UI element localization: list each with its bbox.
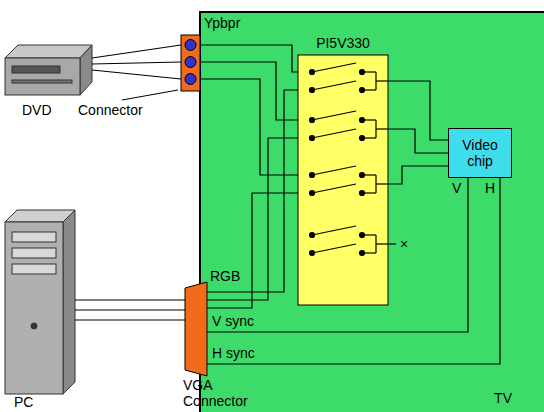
analog-switch bbox=[310, 118, 315, 123]
analog-switch bbox=[362, 192, 376, 193]
tv-ground bbox=[200, 12, 544, 412]
pc-tower bbox=[5, 222, 63, 394]
analog-switch bbox=[376, 183, 388, 184]
pc-tower bbox=[31, 323, 37, 329]
vga-cable bbox=[75, 299, 185, 300]
analog-switch bbox=[376, 243, 396, 244]
ypbpr-connector bbox=[181, 35, 200, 91]
vga-cable bbox=[75, 300, 185, 320]
ypbpr-connector bbox=[185, 57, 196, 68]
rgb-wire bbox=[207, 90, 312, 292]
pc-tower bbox=[12, 232, 56, 242]
analog-switch bbox=[312, 184, 356, 193]
ypbpr-connector bbox=[185, 40, 196, 51]
signal-wire bbox=[388, 129, 448, 153]
pc-tower bbox=[5, 210, 75, 394]
analog-switch bbox=[312, 129, 356, 138]
analog-switch bbox=[362, 174, 376, 175]
analog-switch bbox=[310, 88, 315, 93]
analog-switch bbox=[310, 136, 315, 141]
analog-switch bbox=[362, 119, 376, 120]
analog-switch bbox=[362, 89, 376, 90]
device-name: TV bbox=[494, 390, 512, 406]
analog-switch bbox=[362, 234, 376, 235]
device-name: DVD bbox=[22, 102, 62, 118]
signal-wire bbox=[388, 166, 448, 184]
analog-switch bbox=[362, 252, 376, 253]
dvd-player bbox=[12, 80, 72, 83]
ypbpr-connector bbox=[185, 74, 196, 85]
analog-switch bbox=[310, 251, 315, 256]
analog-switch bbox=[362, 71, 376, 72]
ypbpr-connector bbox=[181, 35, 200, 91]
vga-cable bbox=[75, 309, 185, 310]
part-number: PI5V330 bbox=[316, 35, 370, 51]
tv-ground bbox=[200, 12, 544, 412]
unused-mark: × bbox=[400, 236, 416, 252]
dvd-player bbox=[5, 58, 80, 95]
analog-switch bbox=[312, 81, 356, 90]
dvd-cable bbox=[92, 62, 181, 64]
dvd-cable bbox=[92, 45, 181, 79]
signal-wire bbox=[388, 81, 448, 140]
analog-switch bbox=[312, 111, 356, 120]
rgb-wire bbox=[207, 193, 312, 308]
analog-switch bbox=[312, 226, 356, 235]
ypbpr-wire bbox=[200, 45, 312, 175]
dvd-player bbox=[12, 66, 60, 73]
part-name: VGA Connector bbox=[183, 377, 255, 409]
signal-name: RGB bbox=[210, 268, 250, 284]
dvd-cable bbox=[92, 45, 181, 58]
analog-switch bbox=[310, 191, 315, 196]
video-chip: Video chip bbox=[448, 128, 512, 178]
chip-name: Video chip bbox=[451, 137, 509, 169]
ypbpr-wire bbox=[200, 79, 312, 175]
analog-switch bbox=[310, 63, 397, 256]
dvd-cable bbox=[92, 70, 181, 79]
analog-switch bbox=[310, 233, 315, 238]
analog-switch bbox=[312, 166, 356, 175]
vga-connector bbox=[185, 282, 207, 376]
vga-cable bbox=[75, 319, 185, 320]
pc-tower bbox=[12, 248, 56, 258]
rgb-wire bbox=[207, 138, 312, 300]
device-name: PC bbox=[14, 394, 44, 410]
analog-switch bbox=[310, 70, 315, 75]
signal-name: Ypbpr bbox=[204, 15, 264, 31]
switch-chip: PI5V330 bbox=[298, 55, 388, 305]
pc-tower bbox=[12, 264, 56, 274]
dvd-player bbox=[5, 45, 92, 58]
rgb-wire bbox=[207, 90, 312, 308]
analog-switch bbox=[362, 137, 376, 138]
switch-chip-body bbox=[298, 55, 388, 305]
part-name: Connector bbox=[78, 102, 158, 118]
pin-name: H bbox=[485, 180, 499, 196]
leader-line bbox=[122, 90, 178, 100]
analog-switch bbox=[312, 63, 356, 72]
signal-name: H sync bbox=[212, 345, 282, 361]
dvd-player bbox=[5, 45, 92, 95]
ypbpr-wire bbox=[200, 45, 312, 72]
signal-name: V sync bbox=[212, 313, 282, 329]
tv-ground bbox=[200, 12, 544, 412]
analog-switch bbox=[312, 244, 356, 253]
analog-switch bbox=[376, 80, 388, 81]
pin-name: V bbox=[452, 180, 466, 196]
pc-tower bbox=[63, 210, 75, 394]
analog-switch bbox=[310, 173, 315, 178]
ypbpr-wire bbox=[200, 62, 312, 120]
analog-switch bbox=[376, 128, 388, 129]
dvd-player bbox=[80, 45, 92, 95]
